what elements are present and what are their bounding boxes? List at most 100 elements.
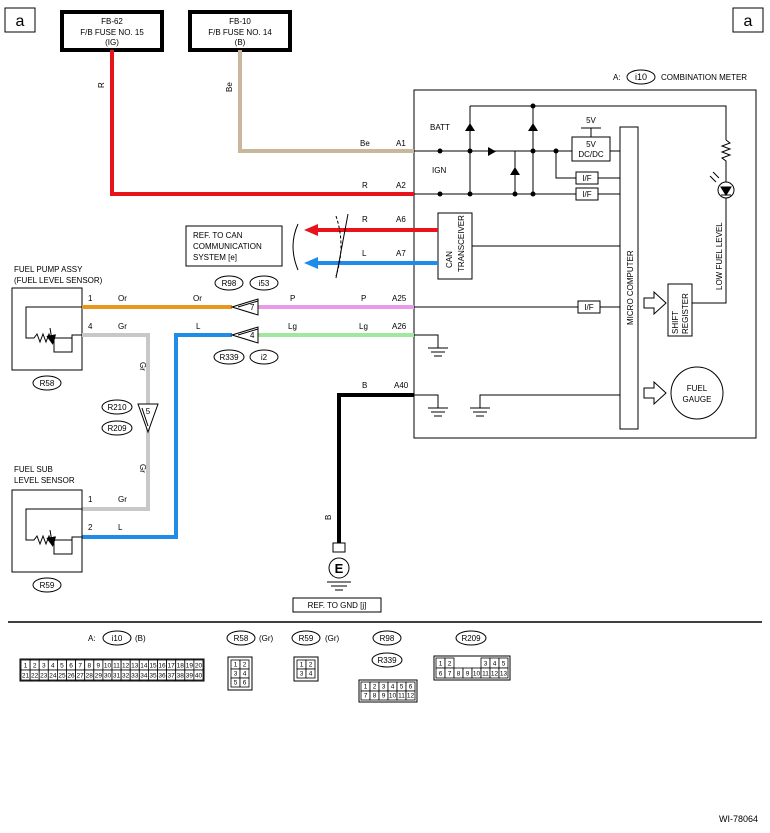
i53-oval xyxy=(249,275,279,291)
fuse-fb62-line2: F/B FUSE NO. 15 xyxy=(80,28,144,37)
pump-title-line1: FUEL PUMP ASSY xyxy=(14,265,83,274)
i10-pin-label: 40 xyxy=(195,673,203,680)
i10-pin-label: 26 xyxy=(67,673,75,680)
can-bracket xyxy=(292,223,299,271)
ground-bars xyxy=(327,581,351,591)
diode-2 xyxy=(528,123,538,131)
low-fuel-label: LOW FUEL LEVEL xyxy=(715,222,724,290)
i10-pin-label: 39 xyxy=(186,673,194,680)
i10-pin-label: 5 xyxy=(60,663,64,670)
can-line2: TRANSCEIVER xyxy=(457,215,466,272)
i10-pin-label: 34 xyxy=(140,673,148,680)
r209-label: R209 xyxy=(107,424,127,433)
arrow-to-gauge xyxy=(643,380,667,406)
r210-oval xyxy=(101,399,133,415)
legend-r209-oval xyxy=(455,630,487,646)
r209-pin-label: 6 xyxy=(439,671,443,678)
meter-code-oval xyxy=(626,69,656,85)
led-rays xyxy=(709,171,720,183)
wire-label-lg-1: Lg xyxy=(288,322,297,331)
r58-pin-cell xyxy=(239,677,250,688)
joint-5-num: 5 xyxy=(146,407,151,416)
fuse-fb62-line3: (IG) xyxy=(105,38,119,47)
legend-i10-color: (B) xyxy=(135,634,146,643)
diode-1 xyxy=(465,123,475,131)
internal-if-feed xyxy=(555,151,576,179)
pin-a1: A1 xyxy=(396,139,406,148)
wire-label-or-2: Or xyxy=(193,294,202,303)
pump-conn-oval xyxy=(32,375,62,391)
wire-label-r: R xyxy=(97,82,106,88)
i53-label: i53 xyxy=(259,279,270,288)
r98-pin-label: 1 xyxy=(364,684,368,691)
i10-pin-label: 14 xyxy=(140,663,148,670)
i10-pin-label: 20 xyxy=(195,663,203,670)
i10-pin-label: 6 xyxy=(69,663,73,670)
r209-pin-cell xyxy=(498,667,509,679)
shift-line1: SHIFT xyxy=(671,311,680,334)
i10-pin-label: 32 xyxy=(122,673,130,680)
i10-pin-label: 10 xyxy=(104,663,112,670)
legend-i10-code: i10 xyxy=(112,634,123,643)
arrow-to-shift xyxy=(643,290,667,316)
v5-label: 5V xyxy=(586,116,596,125)
i10-pin-label: 30 xyxy=(104,673,112,680)
r59-pin-label: 3 xyxy=(300,671,304,678)
can-transceiver-box xyxy=(437,212,473,280)
i2-label: i2 xyxy=(261,353,268,362)
dcdc-box xyxy=(571,136,611,162)
pump-sensor-wiper xyxy=(46,327,57,345)
wire-blue-l xyxy=(82,333,232,539)
micro-computer-label: MICRO COMPUTER xyxy=(626,250,635,325)
wire-label-b-1: B xyxy=(362,381,367,390)
sub-title-line1: FUEL SUB xyxy=(14,465,53,474)
sub-sensor-resistor xyxy=(25,508,82,555)
pin-a40: A40 xyxy=(394,381,409,390)
can-ref-line2: COMMUNICATION xyxy=(193,242,262,251)
joint-5-inner xyxy=(141,407,149,427)
wire-label-l-2: L xyxy=(118,523,123,532)
micro-computer-box xyxy=(619,126,639,430)
wire-label-b-2: B xyxy=(324,515,333,520)
fuel-pump-assy-box xyxy=(11,287,83,371)
wire-label-r-2: R xyxy=(362,181,368,190)
r209-pin-label: 8 xyxy=(457,671,461,678)
ign-label: IGN xyxy=(432,166,446,175)
wire-red-a2 xyxy=(110,50,414,196)
joint-4-inner xyxy=(237,328,259,336)
fuse-fb10-line1: FB-10 xyxy=(229,17,251,26)
sub-conn-oval xyxy=(32,577,62,593)
r209-pin-label: 5 xyxy=(502,661,506,668)
pin-a26: A26 xyxy=(392,322,407,331)
r98-pin-label: 8 xyxy=(373,693,377,700)
i10-pin-label: 18 xyxy=(177,663,185,670)
diode-4 xyxy=(510,167,520,175)
legend-r59-color: (Gr) xyxy=(325,634,340,643)
r58-pin-label: 6 xyxy=(243,680,247,687)
i10-pin-label: 13 xyxy=(131,663,139,670)
batt-label: BATT xyxy=(430,123,450,132)
can-wire-label-l: L xyxy=(362,249,367,258)
r209-pin-label: 9 xyxy=(466,671,470,678)
fuse-fb10-line3: (B) xyxy=(235,38,246,47)
i10-pin-label: 37 xyxy=(168,673,176,680)
wire-label-gr-2: Gr xyxy=(138,362,147,371)
wire-label-gr-4: Gr xyxy=(118,495,127,504)
i10-pin-label: 9 xyxy=(97,663,101,670)
fuel-gauge-line2: GAUGE xyxy=(683,395,712,404)
low-fuel-wire xyxy=(692,198,727,304)
ground-terminal xyxy=(332,542,346,553)
diode-3 xyxy=(488,147,496,156)
pump-title-line2: (FUEL LEVEL SENSOR) xyxy=(14,276,103,285)
i10-pin-label: 8 xyxy=(87,663,91,670)
r98-frame xyxy=(358,679,418,703)
page-mark-right xyxy=(732,7,764,33)
pin-a25: A25 xyxy=(392,294,407,303)
can-arrow-blue xyxy=(304,257,318,269)
r58-pin-label: 4 xyxy=(243,671,247,678)
internal-top-rail xyxy=(470,105,727,140)
legend-r209-code: R209 xyxy=(461,634,481,643)
i10-frame xyxy=(19,658,205,682)
